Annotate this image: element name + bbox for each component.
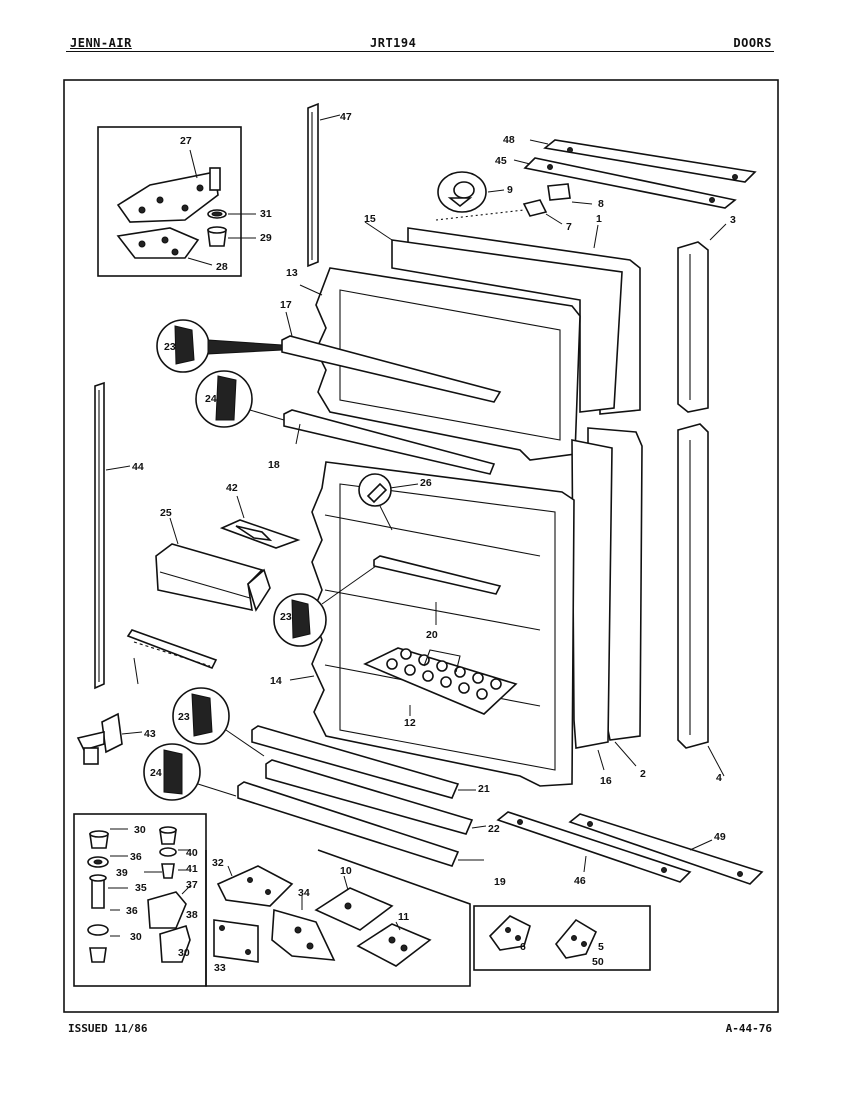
brand-name: JENN-AIR (70, 36, 132, 50)
callout-8: 8 (598, 198, 604, 210)
callout-30: 30 (134, 824, 146, 836)
callout-9: 9 (507, 184, 513, 196)
detail-bubble-24-top (195, 370, 285, 428)
callout-40: 40 (186, 847, 198, 859)
callout-33: 33 (214, 962, 226, 974)
callout-21: 21 (478, 783, 490, 795)
callout-28: 28 (216, 261, 228, 273)
section-title: DOORS (733, 36, 772, 50)
callout-30: 30 (178, 947, 190, 959)
callout-44: 44 (132, 461, 144, 473)
callout-38: 38 (186, 909, 198, 921)
callout-5: 5 (598, 941, 604, 953)
callout-6: 6 (520, 941, 526, 953)
callout-29: 29 (260, 232, 272, 244)
callout-11: 11 (398, 911, 409, 923)
detail-bubble-27 (358, 473, 419, 531)
callout-36: 36 (126, 905, 138, 917)
diagram-code: A-44-76 (725, 1022, 772, 1035)
callout-4: 4 (716, 772, 722, 784)
callout-50: 50 (592, 956, 604, 968)
top-strips (513, 139, 757, 209)
callout-12: 12 (404, 717, 416, 729)
issue-date: ISSUED 11/86 (68, 1022, 148, 1035)
callout-22: 22 (488, 823, 500, 835)
callout-labels: 1234567891011121314151617181920212223232… (116, 111, 736, 974)
freezer-knob-parts (435, 171, 593, 225)
egg-tray-12 (363, 647, 518, 716)
callout-13: 13 (286, 267, 298, 279)
header-rule (66, 51, 774, 52)
freezer-shelves (281, 311, 502, 475)
hinge-pin-inset (73, 813, 207, 987)
callout-2: 2 (640, 768, 646, 780)
dairy-parts (126, 495, 301, 685)
callout-30: 30 (130, 931, 142, 943)
callout-46: 46 (574, 875, 586, 887)
detail-bubble-23-top (156, 319, 283, 373)
fresh-food-door-2 (571, 427, 643, 771)
callout-36: 36 (130, 851, 142, 863)
callout-41: 41 (186, 863, 198, 875)
callout-35: 35 (135, 882, 147, 894)
model-number: JRT194 (370, 36, 417, 50)
callout-23: 23 (280, 611, 292, 623)
door-shelves-lower (237, 725, 487, 867)
callout-32: 32 (212, 857, 224, 869)
detail-bubble-23-low (172, 687, 265, 757)
callout-24: 24 (205, 393, 217, 405)
bottom-strips (496, 811, 764, 885)
callout-26: 26 (420, 477, 432, 489)
callout-47: 47 (340, 111, 352, 123)
door-stop-43 (76, 712, 143, 765)
door-shelf-20 (373, 555, 502, 625)
callout-24: 24 (150, 767, 162, 779)
clip-inset (473, 905, 651, 971)
callout-17: 17 (280, 299, 292, 311)
callout-14: 14 (270, 675, 282, 687)
side-channels (677, 223, 727, 777)
callout-25: 25 (160, 507, 172, 519)
callout-23: 23 (164, 341, 176, 353)
callout-48: 48 (503, 134, 515, 146)
callout-16: 16 (600, 775, 612, 787)
callout-20: 20 (426, 629, 438, 641)
callout-15: 15 (364, 213, 376, 225)
diagram-frame (63, 79, 779, 1013)
fresh-food-liner-14 (289, 461, 575, 787)
callout-34: 34 (298, 887, 310, 899)
trim-strip-44 (94, 381, 131, 690)
callout-23: 23 (178, 711, 190, 723)
trim-strip-47 (307, 102, 341, 268)
callout-18: 18 (268, 459, 280, 471)
callout-7: 7 (566, 221, 572, 233)
callout-45: 45 (495, 155, 507, 167)
callout-49: 49 (714, 831, 726, 843)
hinge-bracket-area (205, 849, 471, 987)
callout-42: 42 (226, 482, 238, 494)
callout-37: 37 (186, 879, 198, 891)
callout-31: 31 (260, 208, 272, 220)
callout-10: 10 (340, 865, 352, 877)
callout-19: 19 (494, 876, 506, 888)
callout-39: 39 (116, 867, 128, 879)
freezer-liner-13 (299, 267, 581, 461)
hinge-inset (97, 126, 256, 277)
callout-3: 3 (730, 214, 736, 226)
callout-27: 27 (180, 135, 192, 147)
freezer-door-1 (364, 221, 641, 415)
detail-bubble-24-low (143, 743, 237, 801)
callout-43: 43 (144, 728, 156, 740)
detail-bubble-23-mid (273, 565, 377, 647)
callout-1: 1 (596, 213, 602, 225)
